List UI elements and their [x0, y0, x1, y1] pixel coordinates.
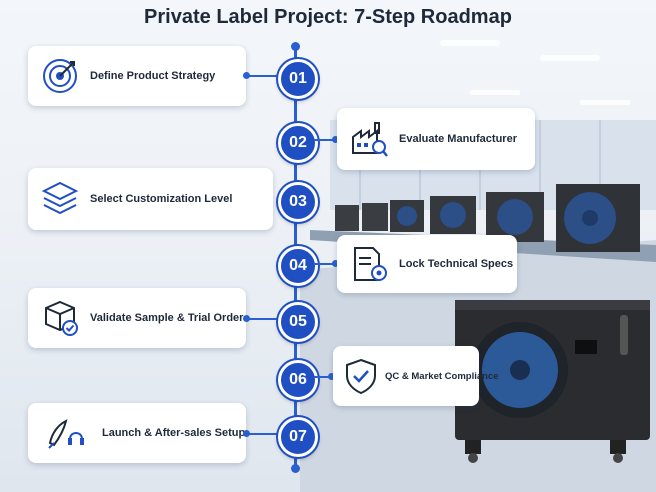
step-label: Define Product Strategy [90, 70, 216, 82]
step-label: Launch & After-sales Setup [102, 427, 246, 439]
target-icon [43, 59, 77, 93]
step-node-4[interactable]: 04 [278, 246, 318, 286]
connector-6 [314, 376, 334, 378]
step-card-7[interactable]: Launch & After-sales Setup [28, 403, 246, 463]
connector-2 [314, 139, 338, 141]
step-label: Select Customization Level [90, 193, 233, 205]
connector-dot-4 [332, 260, 339, 267]
step-label: QC & Market Compliance [385, 370, 499, 382]
connector-dot-6 [328, 373, 335, 380]
layers-icon [41, 181, 79, 215]
connector-dot-1 [243, 72, 250, 79]
connector-dot-7 [243, 430, 250, 437]
step-card-3[interactable]: Select Customization Level [28, 168, 273, 230]
step-card-5[interactable]: Validate Sample & Trial Order [28, 288, 246, 348]
page-title: Private Label Project: 7-Step Roadmap [144, 6, 512, 28]
factory-search-icon [352, 122, 388, 157]
connector-7 [246, 433, 278, 435]
step-node-6[interactable]: 06 [278, 360, 318, 400]
timeline-start-dot [291, 42, 300, 51]
connector-dot-2 [332, 136, 339, 143]
connector-4 [314, 263, 338, 265]
step-node-5[interactable]: 05 [278, 302, 318, 342]
step-node-1[interactable]: 01 [278, 59, 318, 99]
step-card-1[interactable]: Define Product Strategy [28, 46, 246, 106]
step-card-6[interactable]: QC & Market Compliance [333, 346, 499, 406]
timeline-end-dot [291, 464, 300, 473]
document-gear-icon [354, 247, 387, 281]
connector-5 [246, 318, 278, 320]
rocket-headset-icon [48, 419, 84, 449]
step-node-2[interactable]: 02 [278, 123, 318, 163]
box-check-icon [45, 300, 78, 336]
step-card-2[interactable]: Evaluate Manufacturer [337, 108, 535, 170]
step-node-7[interactable]: 07 [278, 417, 318, 457]
shield-check-icon [346, 358, 376, 395]
step-node-3[interactable]: 03 [278, 182, 318, 222]
connector-dot-5 [243, 315, 250, 322]
step-label: Lock Technical Specs [399, 258, 514, 270]
step-label: Validate Sample & Trial Order [90, 312, 244, 324]
connector-1 [246, 75, 278, 77]
step-card-4[interactable]: Lock Technical Specs [337, 235, 517, 293]
step-label: Evaluate Manufacturer [399, 133, 517, 145]
